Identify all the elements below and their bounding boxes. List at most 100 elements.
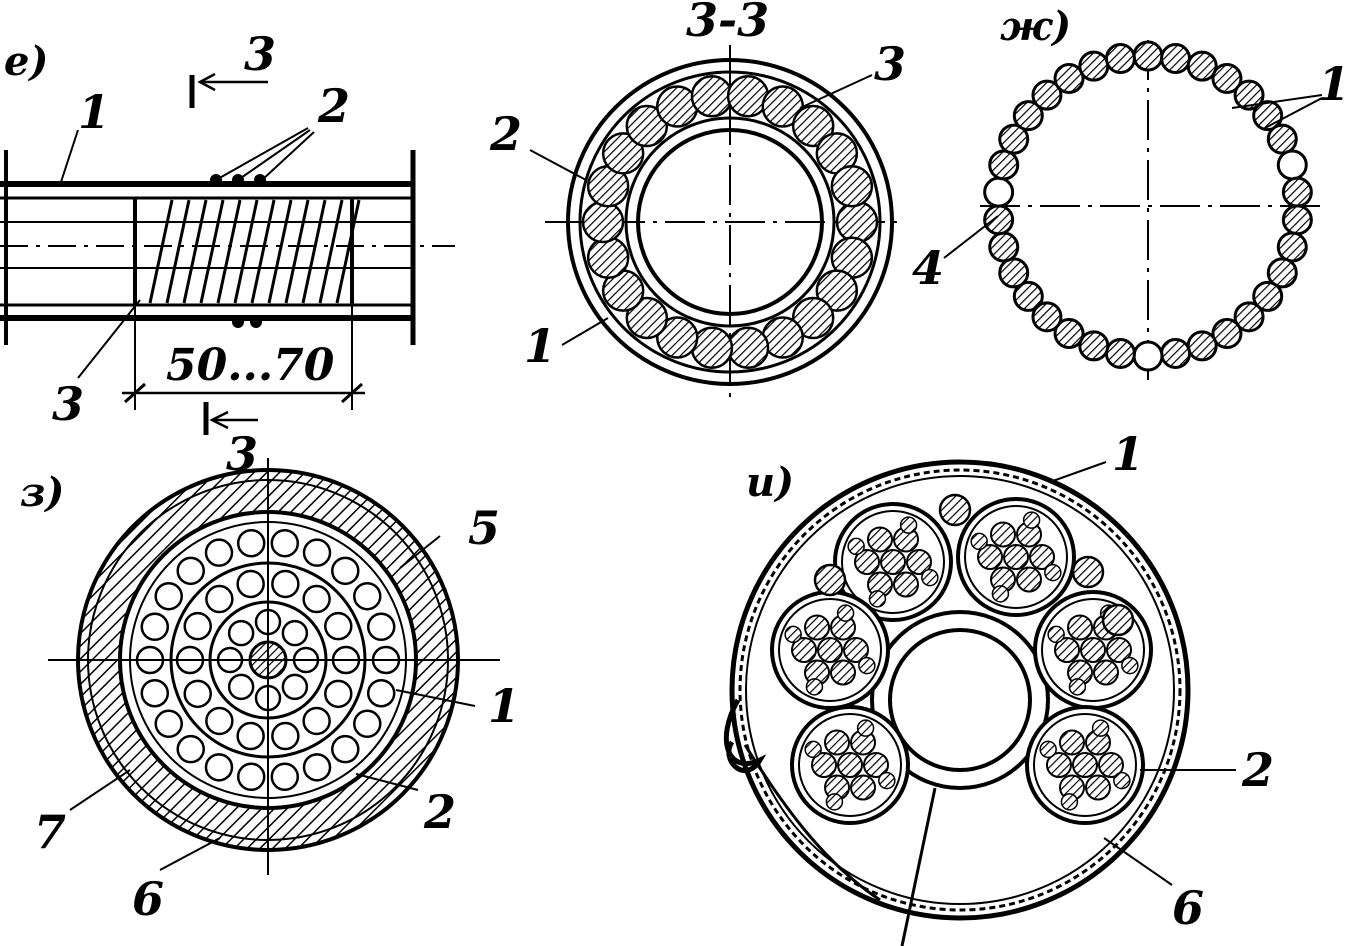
strand-wire [586,236,630,280]
strand-wire [1067,614,1093,641]
strand-wire [970,532,988,551]
wire [324,611,353,641]
strand-wire [854,549,880,575]
panel-e-splice-view: 50...70 е) 3 1 2 3 [0,27,455,435]
section-title: 3-3 [686,0,769,47]
label-4: 4 [912,241,944,295]
wire [204,753,234,782]
wire [227,619,255,647]
weld-bead [250,316,262,328]
strand-wire [878,771,896,790]
label-2: 2 [317,79,350,133]
rebar [1233,79,1265,111]
strand-wire [847,537,865,556]
spacer-bar [1276,149,1308,181]
strand-sheath [798,713,902,817]
strand-wire [811,752,837,778]
strand-wire [804,614,830,641]
rebar [1053,318,1085,350]
strand-wire [830,659,856,686]
wrap-wire [148,199,174,304]
strand-wire [899,516,918,534]
strand-wire [1022,511,1041,529]
wire [204,538,234,567]
strand-wire [1029,544,1055,570]
wire [302,753,332,782]
label-6: 6 [1172,881,1204,935]
rebar [1104,337,1136,369]
wire [271,721,300,751]
strand-wire [655,316,699,359]
wrap-wire [233,199,259,304]
rebar [1281,204,1313,236]
label-5: 5 [468,501,500,555]
strand-wire [791,637,817,663]
wire [324,679,353,709]
label-2: 2 [489,107,522,161]
strand-wire [977,544,1003,570]
strand-wire [1016,566,1042,593]
wrap-wire [318,199,344,304]
wrap-wire [199,199,225,304]
rebar [1211,318,1243,350]
strand-wire [1080,637,1106,663]
rebar [1276,231,1308,263]
section-mark-top: 3 [244,27,276,81]
strand-wire [1054,637,1080,663]
label-2: 2 [1241,743,1274,797]
rebar [1132,40,1164,72]
filler-wire [938,493,972,527]
rebar [988,149,1020,181]
strand-wire [867,526,893,553]
strand-wire [804,740,822,759]
strand-wire [1046,752,1072,778]
strand-wire [805,678,824,696]
rebar [1053,62,1085,94]
rebar [1031,301,1063,333]
wire [140,678,170,708]
wire [302,706,331,736]
wire [183,679,212,709]
filler-wire [1101,603,1135,637]
strand-wire [1106,637,1132,663]
wire [183,611,212,641]
label-7: 7 [34,805,66,859]
label-3: 3 [874,37,906,91]
wire [236,569,265,599]
filler-wire [813,563,847,597]
wire [331,556,360,586]
wire [331,734,360,764]
weld-bead [232,316,244,328]
strand-wire [1072,752,1098,778]
wire [281,619,309,647]
label-6: 6 [132,872,164,926]
strand-wire [837,752,863,778]
strand-sheath [1033,713,1137,817]
wire [176,734,205,764]
label-2: 2 [423,785,456,839]
strand-wire [791,104,835,148]
rebar [1266,123,1298,155]
strand-wire [1093,659,1119,686]
strand-wire [601,132,645,175]
label-1: 1 [1112,427,1144,481]
wrap-wire [284,199,310,304]
strand-wire [817,637,843,663]
wire [302,584,331,614]
strand-wire [990,521,1016,548]
rebar [1211,62,1243,94]
wire [281,673,309,701]
strand-wire [824,729,850,756]
wrap-wire [335,199,361,304]
wire [353,581,382,611]
wire [205,584,234,614]
strand-sheath [1041,598,1145,702]
strand-wire [843,637,869,663]
strand-wire [1068,678,1087,696]
strand-wire [784,625,802,644]
wire [236,721,265,751]
label-3: 3 [52,377,84,431]
strand-sheath [964,505,1068,609]
strand-wire [581,200,625,244]
strand-wire [625,296,669,340]
